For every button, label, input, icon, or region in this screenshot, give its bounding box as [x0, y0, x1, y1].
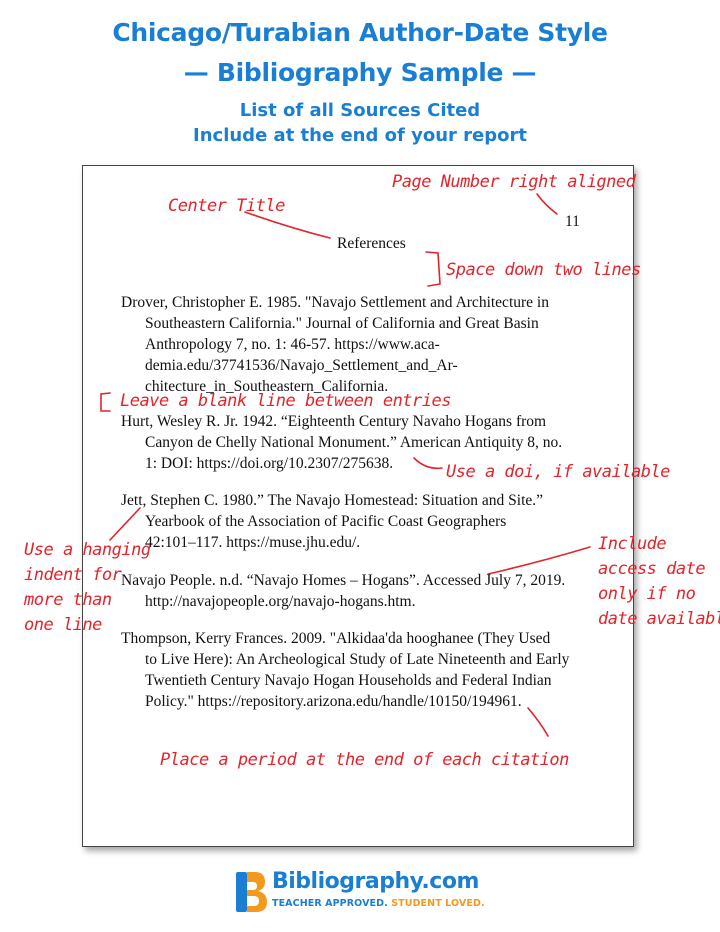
tagline-teacher: TEACHER APPROVED. [272, 898, 388, 909]
bibliography-entry-1: Drover, Christopher E. 1985. "Navajo Set… [121, 292, 601, 397]
entry-line: 42:101–117. https://muse.jhu.edu/. [145, 534, 361, 551]
note-center-title: Center Title [168, 196, 285, 216]
note-line: date available [598, 609, 720, 629]
note-period: Place a period at the end of each citati… [160, 750, 569, 770]
bibliography-entry-2: Hurt, Wesley R. Jr. 1942. “Eighteenth Ce… [121, 411, 601, 474]
note-line: Use a hanging [24, 540, 151, 560]
entry-line: Yearbook of the Association of Pacific C… [145, 513, 507, 530]
note-hanging-indent: Use a hanging indent for more than one l… [24, 538, 151, 638]
page-subtitle-line-2: Include at the end of your report [193, 125, 527, 146]
page-title-line-2: — Bibliography Sample — [183, 58, 537, 87]
entry-line: demia.edu/37741536/Navajo_Settlement_and… [145, 357, 458, 374]
note-line: indent for [24, 565, 122, 585]
page-title-line-1: Chicago/Turabian Author-Date Style [112, 18, 608, 47]
entry-line: Policy." https://repository.arizona.edu/… [145, 693, 522, 710]
bibliography-entry-3: Jett, Stephen C. 1980.” The Navajo Homes… [121, 490, 601, 553]
entry-line: Hurt, Wesley R. Jr. 1942. “Eighteenth Ce… [121, 413, 547, 430]
note-line: only if no [598, 584, 696, 604]
note-access-date: Include access date only if no date avai… [598, 532, 720, 632]
page-subtitle-line-1: List of all Sources Cited [239, 100, 481, 121]
entry-line: Drover, Christopher E. 1985. "Navajo Set… [121, 294, 549, 311]
note-blank-line: Leave a blank line between entries [120, 391, 452, 411]
note-line: one line [24, 615, 102, 635]
page-number: 11 [565, 213, 580, 230]
entry-line: 1: DOI: https://doi.org/10.2307/275638. [145, 455, 394, 472]
logo-tagline: TEACHER APPROVED. STUDENT LOVED. [272, 898, 485, 909]
tagline-student: STUDENT LOVED. [391, 898, 485, 909]
note-page-number: Page Number right aligned [392, 172, 636, 192]
entry-line: Twentieth Century Navajo Hogan Household… [145, 672, 552, 689]
note-line: more than [24, 590, 112, 610]
bibliography-entry-4: Navajo People. n.d. “Navajo Homes – Hoga… [121, 570, 601, 612]
entry-line: Southeastern California." Journal of Cal… [145, 315, 539, 332]
note-use-doi: Use a doi, if available [446, 462, 670, 482]
note-space-down: Space down two lines [446, 260, 641, 280]
entry-line: Thompson, Kerry Frances. 2009. "Alkidaa'… [121, 630, 551, 647]
bibliography-b-icon [236, 872, 267, 912]
note-line: access date [598, 559, 706, 579]
entry-line: to Live Here): An Archeological Study of… [145, 651, 570, 668]
logo-name: Bibliography.com [272, 869, 479, 894]
bibliography-entry-5: Thompson, Kerry Frances. 2009. "Alkidaa'… [121, 628, 601, 712]
entry-line: http://navajopeople.org/navajo-hogans.ht… [145, 593, 416, 610]
entry-line: Navajo People. n.d. “Navajo Homes – Hoga… [121, 572, 566, 589]
entry-line: Jett, Stephen C. 1980.” The Navajo Homes… [121, 492, 544, 509]
entry-line: chitecture_in_Southeastern_California. [145, 378, 389, 395]
entry-line: Canyon de Chelly National Monument.” Ame… [145, 434, 563, 451]
note-line: Include [598, 534, 667, 554]
references-heading: References [337, 235, 406, 252]
entry-line: Anthropology 7, no. 1: 46-57. https://ww… [145, 336, 440, 353]
bibliography-logo[interactable]: Bibliography.com TEACHER APPROVED. STUDE… [236, 868, 486, 918]
